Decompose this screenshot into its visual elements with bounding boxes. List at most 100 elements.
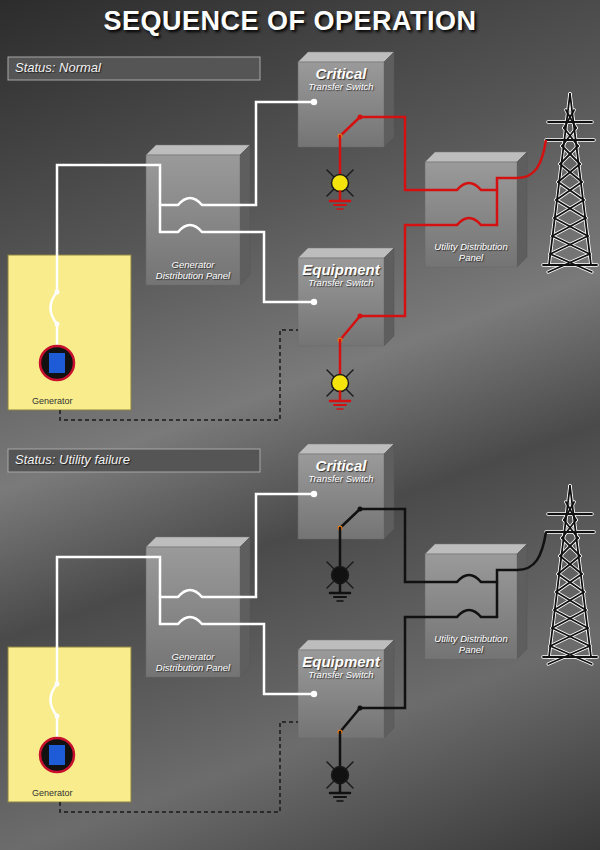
panel-bus [497, 570, 517, 617]
box-shape [146, 537, 250, 677]
transmission-tower [554, 592, 584, 610]
transmission-tower [554, 218, 588, 236]
feeder-wire [425, 616, 457, 619]
utility-lead [360, 315, 384, 318]
power-wire [384, 117, 425, 190]
feeder-wire [202, 204, 240, 207]
switch-subtitle: Transfer Switch [308, 474, 373, 485]
switch-subtitle: Transfer Switch [308, 670, 373, 681]
panel-bus [146, 557, 160, 624]
switch-title: Critical [316, 457, 367, 474]
box-front-face [298, 258, 384, 346]
generator-lead [56, 255, 59, 292]
ground-symbol [330, 400, 350, 403]
ground-lead [339, 392, 342, 402]
transmission-tower [560, 146, 578, 164]
box-shape [8, 57, 260, 80]
ground-lead [339, 584, 342, 594]
power-wire [384, 509, 425, 582]
circuit-breaker [178, 225, 202, 232]
circuit-breaker [178, 590, 202, 597]
transfer-switch: CriticalTransfer Switch [298, 62, 384, 147]
box-side-face [517, 544, 527, 659]
switch-title: Equipment [302, 653, 380, 670]
power-wire [240, 624, 298, 694]
power-wire [240, 494, 298, 597]
panel-bus [497, 178, 517, 225]
box-side-face [384, 640, 394, 738]
power-wire [384, 225, 425, 316]
generator-box: Generator [8, 647, 131, 802]
tower-outline [552, 610, 586, 628]
generator-symbol [40, 738, 74, 772]
power-wire [57, 165, 146, 255]
ground-symbol [334, 404, 346, 406]
box-top-face [146, 145, 250, 155]
distribution-panel: Generator Distribution Panel [146, 155, 240, 285]
status-text: Status: Utility failure [15, 453, 130, 468]
ground-symbol [334, 204, 346, 206]
feeder-wire [425, 581, 457, 584]
transmission-tower [548, 513, 592, 515]
transmission-tower [564, 128, 578, 146]
status-frame [8, 449, 260, 472]
page-title: SEQUENCE OF OPERATION [0, 6, 580, 37]
utility-lead [360, 116, 384, 119]
generator-lead [56, 324, 59, 346]
feeder-wire [425, 189, 457, 192]
generator-lead [56, 716, 59, 738]
power-wire [384, 617, 425, 708]
tower-outline [556, 574, 582, 592]
switch-blade [340, 708, 360, 732]
feeder-wire [202, 596, 240, 599]
generator-breaker [51, 684, 58, 716]
box-shape [146, 145, 250, 285]
panel-bus [481, 616, 497, 619]
switch-blade [340, 509, 360, 528]
box-top-face [298, 248, 394, 258]
circuit-breaker [178, 617, 202, 624]
power-wire [57, 557, 146, 647]
transmission-tower [548, 121, 592, 123]
transmission-tower [550, 628, 588, 646]
tower-outline [546, 138, 594, 142]
panel-bus [160, 596, 178, 599]
box-front-face [298, 454, 384, 539]
power-wire [240, 232, 298, 302]
ground-symbol [337, 408, 343, 410]
transmission-tower [560, 556, 582, 574]
box-shape [425, 544, 527, 659]
box-side-face [240, 145, 250, 285]
control-wire [60, 722, 298, 812]
generator-breaker [51, 292, 58, 324]
transmission-tower [552, 610, 586, 628]
transmission-tower [556, 182, 582, 200]
circuit-breaker [457, 218, 481, 225]
panel-bus [160, 623, 178, 626]
circuit-breaker [457, 610, 481, 617]
load-wire [339, 528, 342, 566]
generator-core [49, 745, 65, 765]
transmission-tower [564, 520, 578, 538]
panel-label: Generator Distribution Panel [149, 260, 237, 282]
transmission-tower [558, 574, 584, 592]
lamp-symbol [332, 567, 349, 584]
transmission-tower [562, 538, 580, 556]
transmission-tower [552, 218, 586, 236]
distribution-panel: Utility Distribution Panel [425, 162, 517, 267]
box-front-face [298, 62, 384, 147]
ground-symbol [334, 796, 346, 798]
generator-contact [311, 299, 317, 305]
ground-symbol [337, 600, 343, 602]
ground-lead [339, 784, 342, 794]
generator-contact [311, 691, 317, 697]
panel-label: Generator Distribution Panel [149, 652, 237, 674]
power-wire [240, 102, 298, 205]
transfer-switch: EquipmentTransfer Switch [298, 258, 384, 346]
box-shape [8, 647, 131, 802]
status-box: Status: Utility failure [8, 449, 260, 472]
box-front-face [425, 162, 517, 267]
transmission-tower [543, 656, 597, 658]
transmission-tower [548, 254, 590, 272]
